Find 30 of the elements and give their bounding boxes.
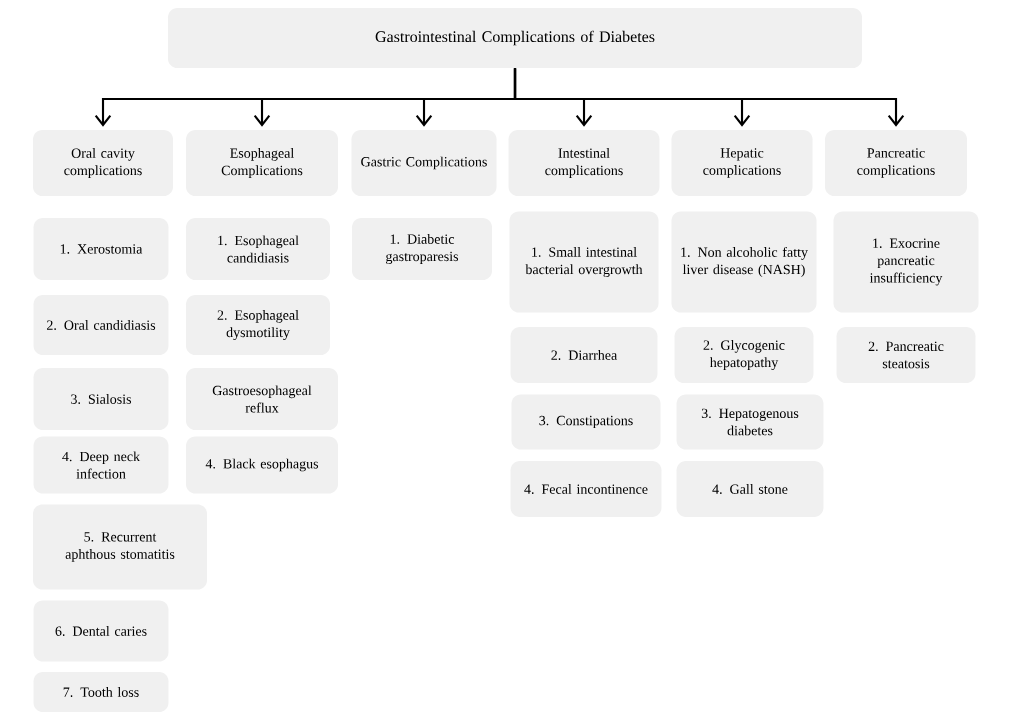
item-box: 3. Sialosis xyxy=(33,368,169,430)
item-box: 6. Dental caries xyxy=(33,600,169,662)
item-box: 1. Small intestinal bacterial overgrowth xyxy=(509,211,659,313)
item-box: Gastroesophageal reflux xyxy=(186,368,338,430)
category-box: Hepatic complications xyxy=(671,130,813,196)
category-box: Esophageal Complications xyxy=(186,130,338,196)
category-box: Pancreatic complications xyxy=(825,130,967,196)
item-box: 1. Xerostomia xyxy=(33,218,169,280)
item-box: 2. Pancreatic steatosis xyxy=(836,327,976,383)
item-box: 4. Black esophagus xyxy=(186,436,338,494)
item-box: 5. Recurrent aphthous stomatitis xyxy=(33,504,207,590)
item-box: 7. Tooth loss xyxy=(33,672,169,712)
item-box: 4. Deep neck infection xyxy=(33,436,169,494)
item-box: 3. Constipations xyxy=(511,394,661,450)
item-box: 1. Esophageal candidiasis xyxy=(186,218,330,280)
category-box: Intestinal complications xyxy=(508,130,660,196)
item-box: 2. Diarrhea xyxy=(510,327,658,383)
item-box: 1. Non alcoholic fatty liver disease (NASH) xyxy=(671,211,817,313)
item-box: 1. Exocrine pancreatic insufficiency xyxy=(833,211,979,313)
item-box: 4. Gall stone xyxy=(676,461,824,517)
title-box: Gastrointestinal Complications of Diabetes xyxy=(168,8,862,68)
item-box: 1. Diabetic gastroparesis xyxy=(352,218,492,280)
item-box: 2. Oral candidiasis xyxy=(33,295,169,355)
item-box: 2. Glycogenic hepatopathy xyxy=(674,327,814,383)
arrow xyxy=(513,68,905,127)
category-box: Gastric Complications xyxy=(351,130,497,196)
item-box: 4. Fecal incontinence xyxy=(510,461,662,517)
category-box: Oral cavity complications xyxy=(33,130,173,196)
item-box: 2. Esophageal dysmotility xyxy=(186,295,330,355)
item-box: 3. Hepatogenous diabetes xyxy=(676,394,824,450)
